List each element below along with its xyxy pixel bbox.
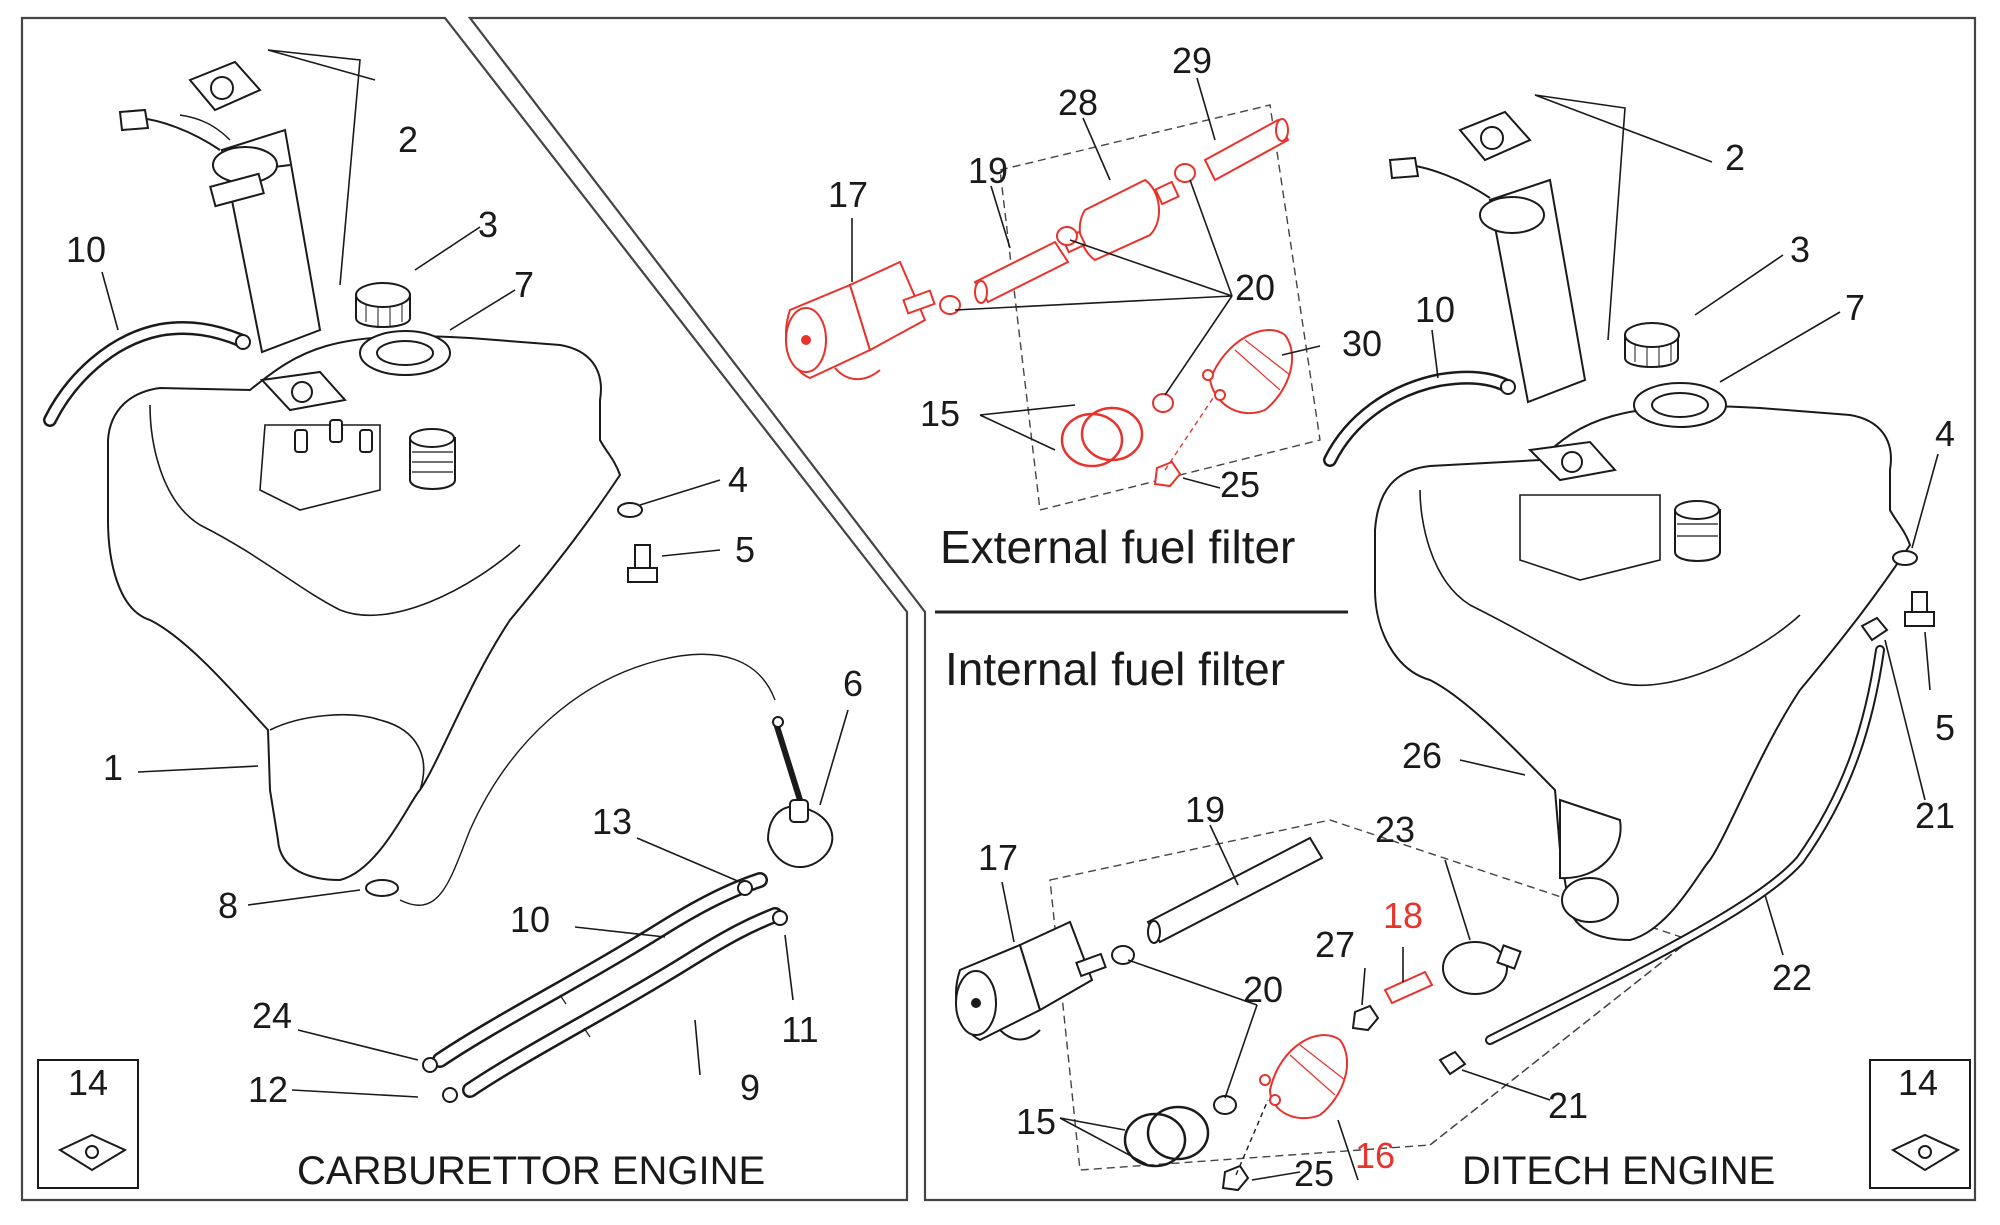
callout-numbers: 1 2 3 4 5 6 7 8 9 10 10 11 12 13 14 24 1… (66, 40, 1955, 1194)
bolt-icon (1383, 970, 1434, 1005)
fuel-pump-head-icon (1202, 329, 1294, 415)
right-engine-heading: DITECH ENGINE (1462, 1149, 1775, 1193)
fuel-level-sender-icon (1388, 110, 1587, 404)
right-panel-border (467, 16, 1977, 1202)
washer-icon (617, 502, 643, 518)
callout-number: 10 (66, 229, 106, 270)
o-ring-icon (1060, 406, 1144, 468)
callout-number: 14 (68, 1062, 108, 1103)
callout-number: 25 (1220, 464, 1260, 505)
fuel-hose-icon (1203, 118, 1290, 182)
callout-number: 17 (828, 174, 868, 215)
callout-number: 1 (103, 747, 123, 788)
callout-number: 7 (514, 264, 534, 305)
filler-neck-icon (409, 437, 456, 490)
callout-number: 10 (1415, 289, 1455, 330)
ditech-assembly (1323, 110, 1971, 1189)
callout-number: 11 (781, 1009, 818, 1050)
callout-number: 5 (1935, 707, 1955, 748)
external-filter-group (785, 104, 1321, 511)
fuel-tap-icon (766, 716, 834, 869)
callout-number: 23 (1375, 809, 1415, 850)
left-engine-heading: CARBURETTOR ENGINE (297, 1149, 765, 1193)
fuel-pump-icon (785, 260, 936, 381)
hose-clamp-icon (365, 879, 399, 897)
internal-filter-group (955, 819, 1692, 1192)
callout-number: 14 (1898, 1062, 1938, 1103)
fuel-cap-icon (355, 282, 411, 328)
callout-number: 20 (1243, 969, 1283, 1010)
callout-number: 16 (1355, 1135, 1395, 1176)
fuel-pump-head-icon (1259, 1034, 1349, 1120)
callout-number: 19 (968, 150, 1008, 191)
headings: External fuel filter Internal fuel filte… (297, 521, 1775, 1193)
leader-lines-left (101, 49, 849, 1098)
callout-number: 9 (740, 1067, 760, 1108)
spring-clip-icon (422, 1057, 438, 1073)
callout-number: 26 (1402, 735, 1442, 776)
fuel-pump-icon (955, 920, 1107, 1042)
callout-number: 8 (218, 885, 238, 926)
washer-icon (1892, 550, 1918, 566)
callout-number: 7 (1845, 287, 1865, 328)
fuel-tank-icon (1374, 405, 1912, 942)
callout-number: 25 (1294, 1153, 1334, 1194)
spring-clip-icon (1438, 1050, 1467, 1076)
callout-number: 29 (1172, 40, 1212, 81)
callout-number: 15 (920, 393, 960, 434)
fuel-cap-icon (1624, 322, 1680, 368)
external-filter-heading: External fuel filter (940, 521, 1295, 573)
spring-clip-icon (737, 880, 753, 896)
nut-icon (1351, 1004, 1380, 1032)
callout-number: 28 (1058, 82, 1098, 123)
fuel-filter-icon (1061, 178, 1180, 262)
nut-icon (1221, 1164, 1250, 1192)
fuel-tank-icon (107, 335, 622, 882)
callout-number: 20 (1235, 267, 1275, 308)
leader-lines-external (851, 77, 1321, 489)
bolt-icon (1904, 591, 1935, 627)
hose-clamp-icon (1442, 941, 1522, 995)
panel-borders (20, 16, 1977, 1202)
spring-clip-icon (1860, 616, 1889, 642)
callout-number: 21 (1915, 795, 1955, 836)
callout-number: 4 (728, 459, 748, 500)
left-panel-border (20, 16, 909, 1202)
fuel-hose-icon (973, 240, 1070, 304)
callout-number: 3 (1790, 229, 1810, 270)
callout-number: 24 (252, 995, 292, 1036)
callout-number: 4 (1935, 413, 1955, 454)
callout-number: 19 (1185, 789, 1225, 830)
callout-number: 15 (1016, 1101, 1056, 1142)
callout-number: 17 (978, 837, 1018, 878)
o-ring-icon (1123, 1105, 1210, 1168)
nut-icon (1153, 460, 1182, 488)
callout-number: 5 (735, 529, 755, 570)
callout-number: 3 (478, 204, 498, 245)
fuel-level-sender-icon (118, 60, 322, 354)
carburettor-assembly (37, 60, 834, 1189)
bolt-icon (627, 544, 658, 583)
callout-number: 10 (510, 899, 550, 940)
callout-number: 18 (1383, 895, 1423, 936)
spring-clip-icon (442, 1087, 458, 1103)
leader-lines-internal (1001, 824, 1471, 1181)
internal-filter-heading: Internal fuel filter (945, 643, 1285, 695)
callout-number: 13 (592, 801, 632, 842)
callout-number: 6 (843, 663, 863, 704)
callout-number: 27 (1315, 924, 1355, 965)
callout-number: 2 (1725, 137, 1745, 178)
callout-number: 2 (398, 119, 418, 160)
spring-clip-icon (772, 910, 788, 926)
fuel-hose-icon (1146, 836, 1324, 944)
leader-lines-right (1431, 94, 1939, 1101)
callout-number: 30 (1342, 323, 1382, 364)
callout-number: 21 (1548, 1085, 1588, 1126)
hose-clamp-icon (1213, 1095, 1237, 1115)
callout-number: 12 (248, 1069, 288, 1110)
callout-number: 22 (1772, 957, 1812, 998)
